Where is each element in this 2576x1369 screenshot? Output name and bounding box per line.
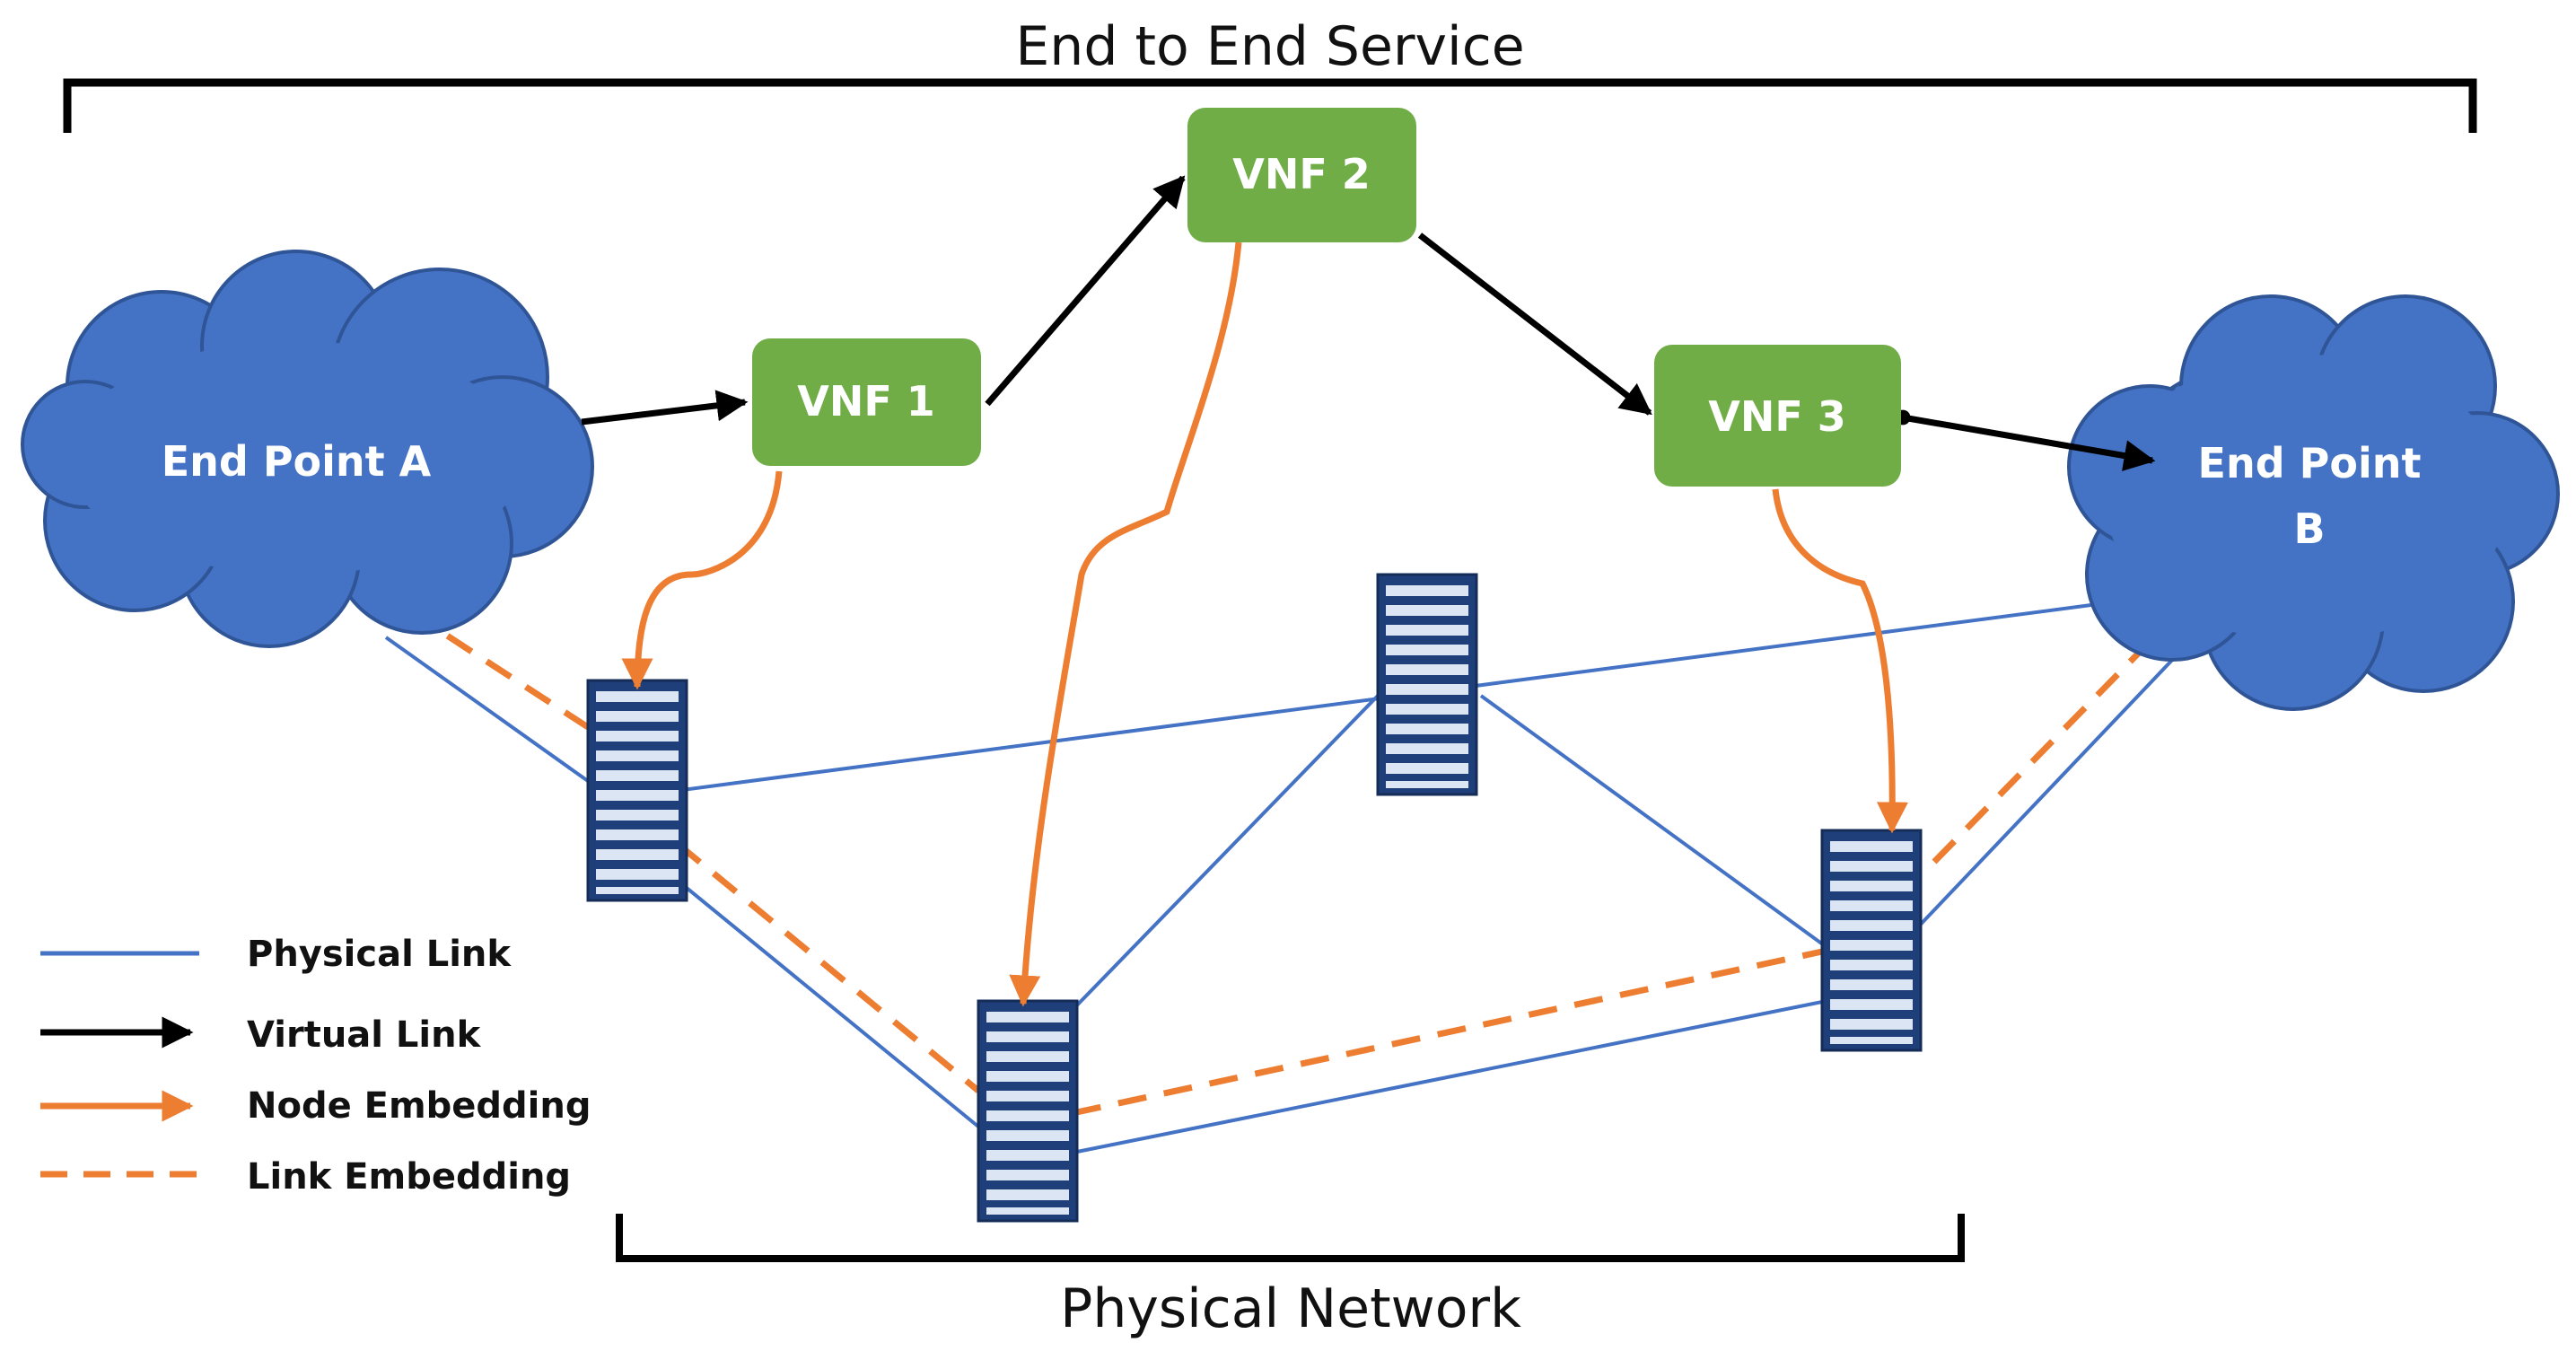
physical-network-bracket <box>616 1214 1965 1262</box>
vnf-2: VNF 2 <box>1187 108 1416 242</box>
legend-physical-label: Physical Link <box>247 934 512 975</box>
virtual-links <box>581 175 2156 471</box>
service-bracket <box>63 78 2477 133</box>
physical-network-caption: Physical Network <box>1060 1277 1521 1340</box>
server-rack-icon <box>586 679 688 902</box>
legend: Physical Link Virtual Link Node Embeddin… <box>40 934 591 1198</box>
vnf-2-label: VNF 2 <box>1232 150 1371 198</box>
server-rack-icon <box>1820 829 1923 1052</box>
legend-link-embedding-label: Link Embedding <box>247 1156 571 1198</box>
vnf-3: VNF 3 <box>1654 345 1901 487</box>
endpoint-a-label: End Point A <box>162 437 432 486</box>
endpoint-b-label-line2: B <box>2293 505 2325 553</box>
vnf-1: VNF 1 <box>752 338 981 466</box>
server-rack-icon <box>1376 573 1478 796</box>
legend-node-embedding-label: Node Embedding <box>247 1085 591 1127</box>
server-rack-icon <box>977 999 1079 1223</box>
link-embeddings <box>407 608 2148 1117</box>
service-caption: End to End Service <box>1015 15 1524 78</box>
legend-virtual-label: Virtual Link <box>247 1014 482 1056</box>
endpoint-a: End Point A <box>21 250 594 648</box>
endpoint-b-label-line1: End Point <box>2198 439 2422 487</box>
vnf-3-label: VNF 3 <box>1708 392 1846 441</box>
vnf-1-label: VNF 1 <box>797 377 935 426</box>
node-embeddings <box>621 241 1908 1007</box>
endpoint-b: End Point B <box>2067 294 2560 711</box>
